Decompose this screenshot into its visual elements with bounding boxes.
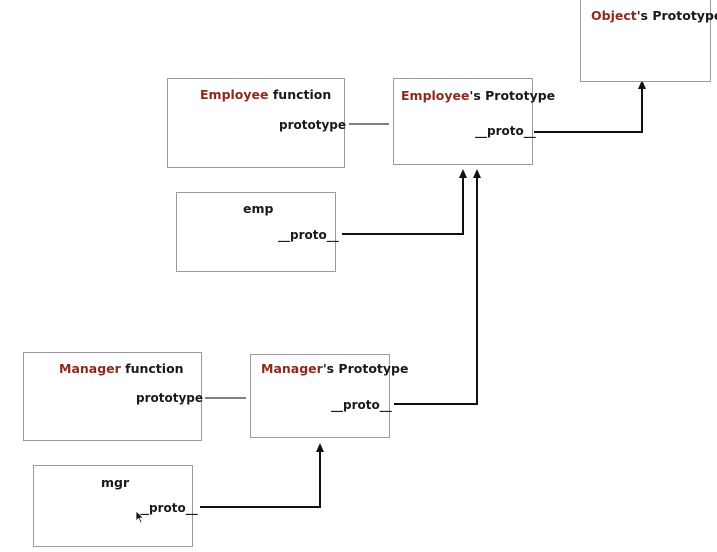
mgr-title: mgr [101,475,130,490]
employee-prototype-proto-field: __proto__ [475,124,536,138]
employee-prototype-box: Employee's Prototype __proto__ [393,78,555,165]
manager-prototype-title: Manager's Prototype [261,361,409,376]
employee-prototype-title: Employee's Prototype [401,88,556,103]
emp-box: emp __proto__ [176,192,339,272]
object-prototype-box: Object's Prototype [580,0,717,82]
arrowhead-icon [638,80,646,89]
mgr-box: mgr __proto__ [33,465,198,547]
mgr-proto-arrow [200,450,321,508]
object-prototype-title: Object's Prototype [591,8,717,23]
mgr-proto-field: __proto__ [137,501,198,515]
manager-prototype-proto-field: __proto__ [331,398,392,412]
employee-function-prototype-field: prototype [279,118,347,132]
mouse-cursor-icon [135,510,145,524]
manager-prototype-box: Manager's Prototype __proto__ [250,354,408,438]
arrowhead-icon [473,169,481,178]
emp-title: emp [243,201,274,216]
manager-function-prototype-field: prototype [136,391,204,405]
employee-function-title: Employee function [200,87,332,102]
emp-proto-field: __proto__ [278,228,339,242]
manager-function-box: Manager function prototype [23,352,204,441]
manager-function-title: Manager function [59,361,184,376]
employee-function-box: Employee function prototype [167,78,347,168]
employee-proto-to-object-arrow [534,86,643,133]
arrowhead-icon [316,443,324,452]
arrowhead-icon [459,169,467,178]
emp-proto-arrow [342,176,464,235]
manager-proto-to-employee-arrow [394,176,478,405]
